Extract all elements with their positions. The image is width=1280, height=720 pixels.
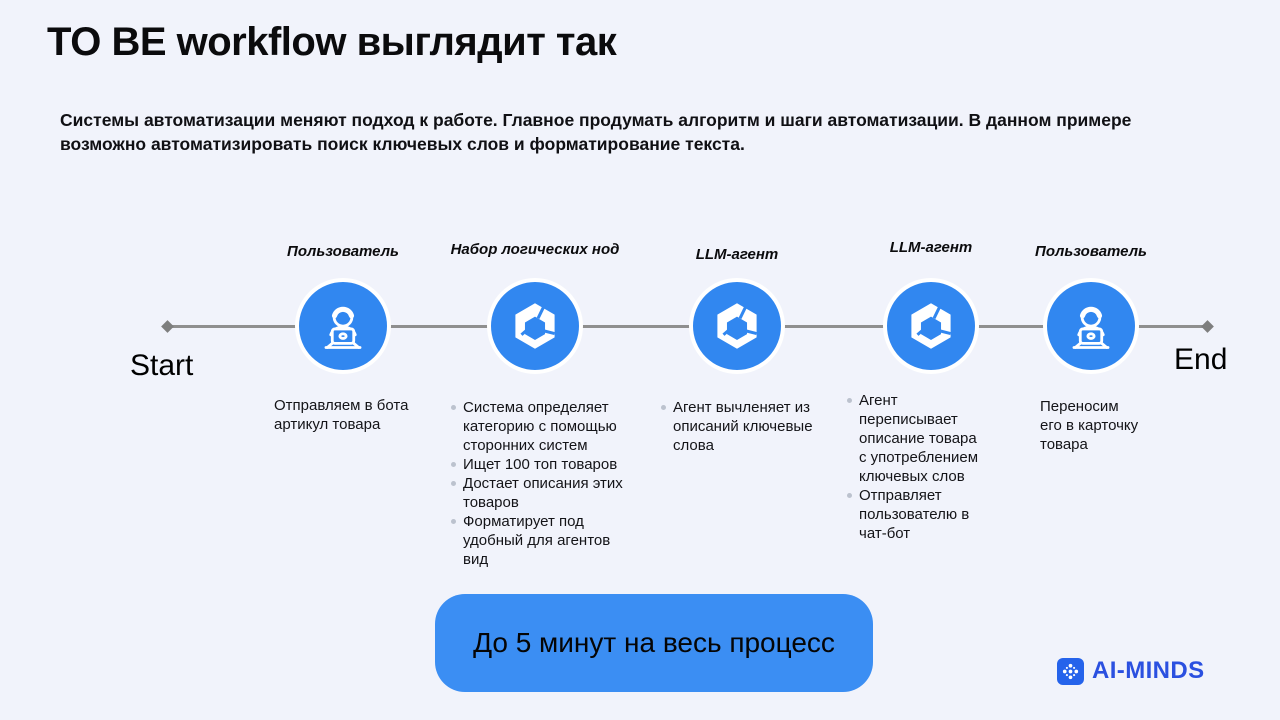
user-laptop-icon <box>1063 298 1119 354</box>
dot-asterisk-icon <box>1057 657 1084 685</box>
node-items-1: Отправляем в бота артикул товара <box>274 396 436 434</box>
node-label-3: LLM-агент <box>695 246 779 263</box>
duration-callout-text: До 5 минут на весь процесс <box>473 627 835 658</box>
duration-callout: До 5 минут на весь процесс <box>435 594 873 692</box>
timeline-start-cap <box>161 320 174 333</box>
timeline-line <box>168 325 1207 328</box>
node-items-5: Переносим его в карточку товара <box>1040 397 1142 454</box>
node-circle-1 <box>295 278 391 374</box>
node-label-4: LLM-агент <box>889 239 973 256</box>
node-item: Отправляет пользователю в чат-бот <box>846 486 988 543</box>
node-item: Агент вычленяет из описаний ключевые сло… <box>660 398 824 455</box>
cube-node-icon <box>909 301 953 351</box>
node-items-2: Система определяет категорию с помощью с… <box>450 398 636 569</box>
node-item: Достает описания этих товаров <box>450 474 636 512</box>
cube-node-icon <box>715 301 759 351</box>
start-label: Start <box>130 349 194 382</box>
page-title: TO BE workflow выглядит так <box>47 20 617 64</box>
node-item: Переносим его в карточку товара <box>1040 398 1139 453</box>
node-label-5: Пользователь <box>1035 243 1147 260</box>
subtitle-text: Системы автоматизации меняют подход к ра… <box>60 110 1132 154</box>
timeline-end-cap <box>1201 320 1214 333</box>
node-label-1: Пользователь <box>287 243 399 260</box>
node-item: Агент переписывает описание товара с упо… <box>846 391 988 486</box>
ai-minds-logo: AI-MINDS <box>1057 656 1205 686</box>
node-circle-5 <box>1043 278 1139 374</box>
node-circle-3 <box>689 278 785 374</box>
node-items-3: Агент вычленяет из описаний ключевые сло… <box>660 398 824 455</box>
node-label-2: Набор логических нод <box>450 241 620 258</box>
end-label: End <box>1174 343 1228 376</box>
node-item: Ищет 100 топ товаров <box>450 455 636 474</box>
node-circle-4 <box>883 278 979 374</box>
node-circle-2 <box>487 278 583 374</box>
node-item: Система определяет категорию с помощью с… <box>450 398 636 455</box>
node-item: Отправляем в бота артикул товара <box>274 397 409 433</box>
node-item: Форматирует под удобный для агентов вид <box>450 512 636 569</box>
cube-node-icon <box>513 301 557 351</box>
node-items-4: Агент переписывает описание товара с упо… <box>846 391 988 543</box>
logo-text: AI-MINDS <box>1092 657 1205 684</box>
user-laptop-icon <box>315 298 371 354</box>
